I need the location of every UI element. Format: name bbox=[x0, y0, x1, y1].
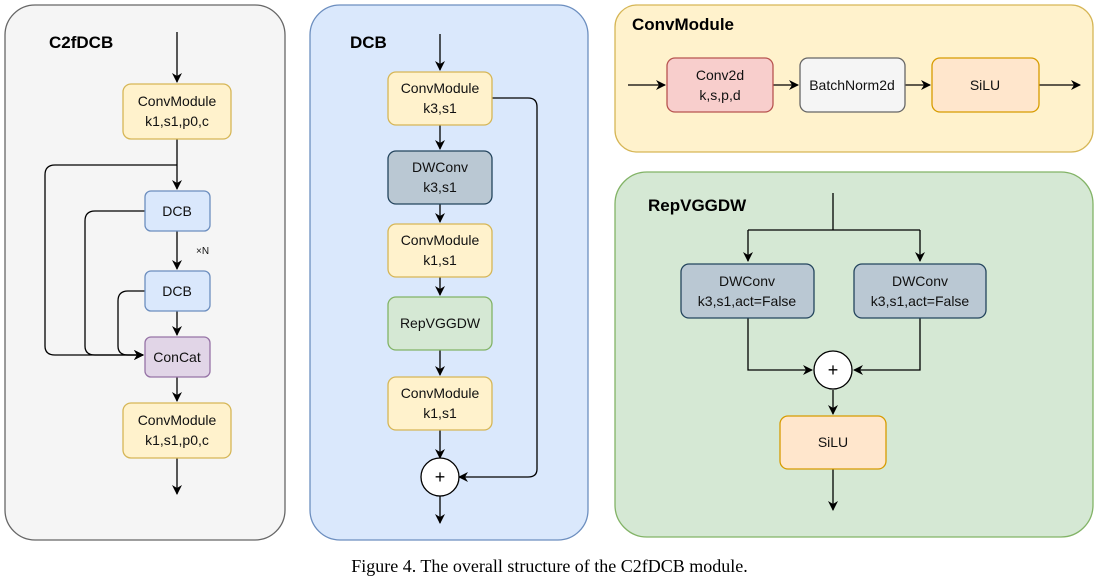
figure-caption: Figure 4. The overall structure of the C… bbox=[351, 556, 748, 576]
dcb-add-node: + bbox=[420, 457, 460, 497]
dcb-conv-1-node: ConvModule k3,s1 bbox=[387, 71, 493, 126]
repvggdw-silu-node: SiLU bbox=[779, 415, 887, 470]
dcb-connectors bbox=[435, 34, 538, 524]
conv2d-params: k,s,p,d bbox=[699, 87, 740, 103]
c2fdcb-dcb-1-label: DCB bbox=[162, 203, 192, 219]
dcb-repvggdw-label: RepVGGDW bbox=[400, 315, 481, 331]
dcb-panel-title: DCB bbox=[350, 33, 387, 52]
repvggdw-silu-label: SiLU bbox=[818, 434, 848, 450]
dcb-conv-2-label: ConvModule bbox=[401, 232, 480, 248]
dcb-dwconv-params: k3,s1 bbox=[423, 179, 457, 195]
dcb-dwconv-label: DWConv bbox=[412, 159, 468, 175]
c2fdcb-panel-title: C2fDCB bbox=[49, 33, 113, 52]
c2fdcb-concat-node: ConCat bbox=[144, 336, 211, 378]
c2fdcb-dcb-2-label: DCB bbox=[162, 283, 192, 299]
c2fdcb-conv-top-label: ConvModule bbox=[138, 93, 217, 109]
repvggdw-connectors bbox=[743, 193, 925, 511]
convmodule-silu-node: SiLU bbox=[931, 57, 1040, 113]
c2fdcb-connectors bbox=[44, 32, 182, 495]
dwconv-left-label: DWConv bbox=[719, 273, 775, 289]
repvggdw-dwconv-left-node: DWConv k3,s1,act=False bbox=[680, 263, 815, 319]
repeat-n-label: ×N bbox=[196, 246, 209, 257]
c2fdcb-dcb-node-1: DCB bbox=[144, 190, 211, 232]
dcb-conv-1-label: ConvModule bbox=[401, 80, 480, 96]
c2fdcb-conv-top-node: ConvModule k1,s1,p0,c bbox=[122, 83, 232, 140]
convmodule-panel-title: ConvModule bbox=[632, 15, 734, 34]
c2fdcb-dcb-node-2: DCB bbox=[144, 270, 211, 312]
convmodule-conv2d-node: Conv2d k,s,p,d bbox=[666, 57, 774, 113]
repvggdw-add-symbol: + bbox=[828, 360, 839, 380]
c2fdcb-concat-label: ConCat bbox=[153, 349, 201, 365]
batchnorm-label: BatchNorm2d bbox=[809, 77, 895, 93]
c2fdcb-conv-bottom-params: k1,s1,p0,c bbox=[145, 432, 209, 448]
dcb-dwconv-node: DWConv k3,s1 bbox=[387, 150, 493, 205]
c2fdcb-conv-bottom-label: ConvModule bbox=[138, 412, 217, 428]
panel-repvggdw bbox=[614, 171, 1094, 538]
dwconv-right-label: DWConv bbox=[892, 273, 948, 289]
dcb-repvggdw-node: RepVGGDW bbox=[387, 296, 493, 351]
repvggdw-add-node: + bbox=[813, 350, 853, 390]
dcb-conv-3-node: ConvModule k1,s1 bbox=[387, 376, 493, 431]
conv2d-label: Conv2d bbox=[696, 67, 744, 83]
repvggdw-dwconv-right-node: DWConv k3,s1,act=False bbox=[853, 263, 987, 319]
dwconv-left-params: k3,s1,act=False bbox=[698, 293, 797, 309]
dcb-conv-2-params: k1,s1 bbox=[423, 252, 457, 268]
dcb-conv-2-node: ConvModule k1,s1 bbox=[387, 223, 493, 278]
c2fdcb-structure-diagram: C2fDCB DCB ConvModule RepVGGDW ConvModul… bbox=[4, 4, 1094, 541]
dcb-add-symbol: + bbox=[435, 467, 446, 487]
dwconv-right-params: k3,s1,act=False bbox=[871, 293, 970, 309]
convmodule-batchnorm-node: BatchNorm2d bbox=[799, 57, 906, 113]
dcb-conv-3-params: k1,s1 bbox=[423, 405, 457, 421]
convmodule-silu-label: SiLU bbox=[970, 77, 1000, 93]
dcb-conv-3-label: ConvModule bbox=[401, 385, 480, 401]
c2fdcb-conv-top-params: k1,s1,p0,c bbox=[145, 113, 209, 129]
c2fdcb-conv-bottom-node: ConvModule k1,s1,p0,c bbox=[122, 402, 232, 459]
repvggdw-panel-title: RepVGGDW bbox=[648, 196, 747, 215]
dcb-conv-1-params: k3,s1 bbox=[423, 100, 457, 116]
